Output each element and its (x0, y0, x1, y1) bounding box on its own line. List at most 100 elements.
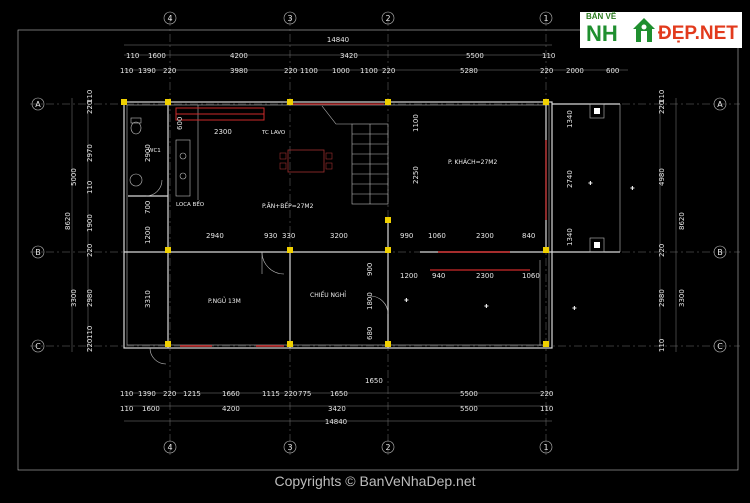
dim-inner-4: 2740 (566, 170, 574, 188)
svg-text:4: 4 (167, 443, 172, 452)
dim-top-r3-0: 110 (120, 67, 133, 75)
axis-bubble-b-right: B (713, 245, 727, 259)
column-0 (121, 99, 127, 105)
dim-bot-r1-8: 1650 (330, 390, 348, 398)
svg-text:A: A (717, 100, 723, 109)
dim-top-r3-12: 600 (606, 67, 619, 75)
room-label-bedroom: P.NGỦ 13M (208, 297, 241, 305)
dim-bot-r1-10: 220 (540, 390, 553, 398)
dim-right-5: 2980 (658, 289, 666, 307)
dim-top-r3-2: 220 (163, 67, 176, 75)
dim-right-0: 110 (658, 90, 666, 103)
room-label-lavabo: LOCA BẾO (176, 200, 205, 208)
logo-brand-b: ĐẸP.NET (658, 23, 738, 44)
svg-text:1: 1 (543, 443, 548, 452)
dim-left-8: 3300 (70, 289, 78, 307)
dim-bot-r1-5: 1115 (262, 390, 280, 398)
svg-text:2: 2 (385, 443, 390, 452)
dim-bot-r2-4: 5500 (460, 405, 478, 413)
column-11 (543, 341, 549, 347)
dim-inner-18: 900 (366, 263, 374, 276)
dim-top-r3-9: 5280 (460, 67, 478, 75)
walls (123, 101, 621, 349)
dim-left-11: 220 (86, 339, 94, 352)
dim-inner-12: 2300 (476, 232, 494, 240)
dim-inner-9: 3200 (330, 232, 348, 240)
dim-bot-r1-2: 220 (163, 390, 176, 398)
columns (121, 99, 549, 347)
axis-bubble-a-left: A (31, 97, 45, 111)
axis-bubble-4-top: 4 (163, 11, 177, 25)
dim-top-r2-2: 4200 (230, 52, 248, 60)
dim-inner-22: 1200 (144, 226, 152, 244)
dim-inner-10: 990 (400, 232, 413, 240)
column-8 (165, 341, 171, 347)
axis-bubble-b-left: B (31, 245, 45, 259)
dim-right-2: 4980 (658, 168, 666, 186)
living-fixtures: ✚ ✚ ✚ ✚ ✚ (404, 103, 635, 312)
dim-left-7: 220 (86, 244, 94, 257)
dim-right-6: 3300 (678, 289, 686, 307)
svg-text:4: 4 (167, 14, 172, 23)
svg-text:C: C (35, 342, 41, 351)
dim-bot-r1-9: 5500 (460, 390, 478, 398)
column-10 (385, 341, 391, 347)
dim-top-r2-0: 110 (126, 52, 139, 60)
dim-inner-3: 1340 (566, 110, 574, 128)
top-dimensions: 14840 110 1600 4200 3420 5500 110 110 13… (120, 36, 628, 75)
dim-top-r3-5: 1100 (300, 67, 318, 75)
dim-top-r3-7: 1100 (360, 67, 378, 75)
room-label-tc-lavo: TC LAVO (261, 130, 286, 136)
axis-bubble-3-top: 3 (283, 11, 297, 25)
site-logo: BẢN VẼ NH ĐẸP.NET (580, 12, 742, 48)
dim-inner-5: 1340 (566, 228, 574, 246)
toilet-fixture (129, 117, 143, 187)
dim-left-2: 2970 (86, 144, 94, 162)
dim-inner-19: 1800 (366, 292, 374, 310)
dim-right-7: 110 (658, 339, 666, 352)
axis-bubble-c-left: C (31, 339, 45, 353)
dim-left-4: 110 (86, 181, 94, 194)
axis-bubble-3-bottom: 3 (283, 440, 297, 454)
dim-top-r2-1: 1600 (148, 52, 166, 60)
dim-inner-6: 2940 (206, 232, 224, 240)
svg-text:A: A (35, 100, 41, 109)
dim-inner-0: 2300 (214, 128, 232, 136)
axis-bubble-4-bottom: 4 (163, 440, 177, 454)
dining-table (279, 149, 333, 173)
svg-text:✚: ✚ (588, 180, 593, 187)
bottom-dimensions: 110 1390 220 1215 1660 1115 220 775 1650… (120, 377, 553, 426)
dim-bot-r2-5: 110 (540, 405, 553, 413)
dim-inner-14: 1200 (400, 272, 418, 280)
dim-inner-13: 840 (522, 232, 535, 240)
column-7 (385, 247, 391, 253)
dim-inner-20: 680 (366, 327, 374, 340)
svg-text:✚: ✚ (572, 305, 577, 312)
dim-left-3: 5000 (70, 168, 78, 186)
dim-left-9: 2980 (86, 289, 94, 307)
dim-left-1: 220 (86, 101, 94, 114)
svg-text:2: 2 (385, 14, 390, 23)
dim-inner-2: 2250 (412, 166, 420, 184)
axis-bubble-2-bottom: 2 (381, 440, 395, 454)
dim-left-6: 8620 (64, 212, 72, 230)
column-12 (543, 247, 549, 253)
dim-top-r3-10: 220 (540, 67, 553, 75)
dim-inner-17: 1060 (522, 272, 540, 280)
logo-line1: BẢN VẼ (586, 12, 617, 21)
dim-top-r3-1: 1390 (138, 67, 156, 75)
dim-left-0: 110 (86, 90, 94, 103)
dim-top-total: 14840 (327, 36, 349, 44)
dim-top-r3-4: 220 (284, 67, 297, 75)
room-label-kitchen: P.ĂN+BẾP=27M2 (262, 202, 314, 210)
dim-bot-r1-3: 1215 (183, 390, 201, 398)
axis-bubble-1-bottom: 1 (539, 440, 553, 454)
axis-bubble-1-top: 1 (539, 11, 553, 25)
room-label-living: P. KHÁCH=27M2 (448, 159, 497, 166)
svg-text:3: 3 (287, 443, 292, 452)
dim-bot-r2-0: 110 (120, 405, 133, 413)
kitchen-counter (175, 107, 265, 197)
left-dimensions: 110 220 2970 5000 110 1900 8620 220 3300… (64, 90, 94, 352)
column-3 (385, 99, 391, 105)
dim-left-5: 1900 (86, 214, 94, 232)
